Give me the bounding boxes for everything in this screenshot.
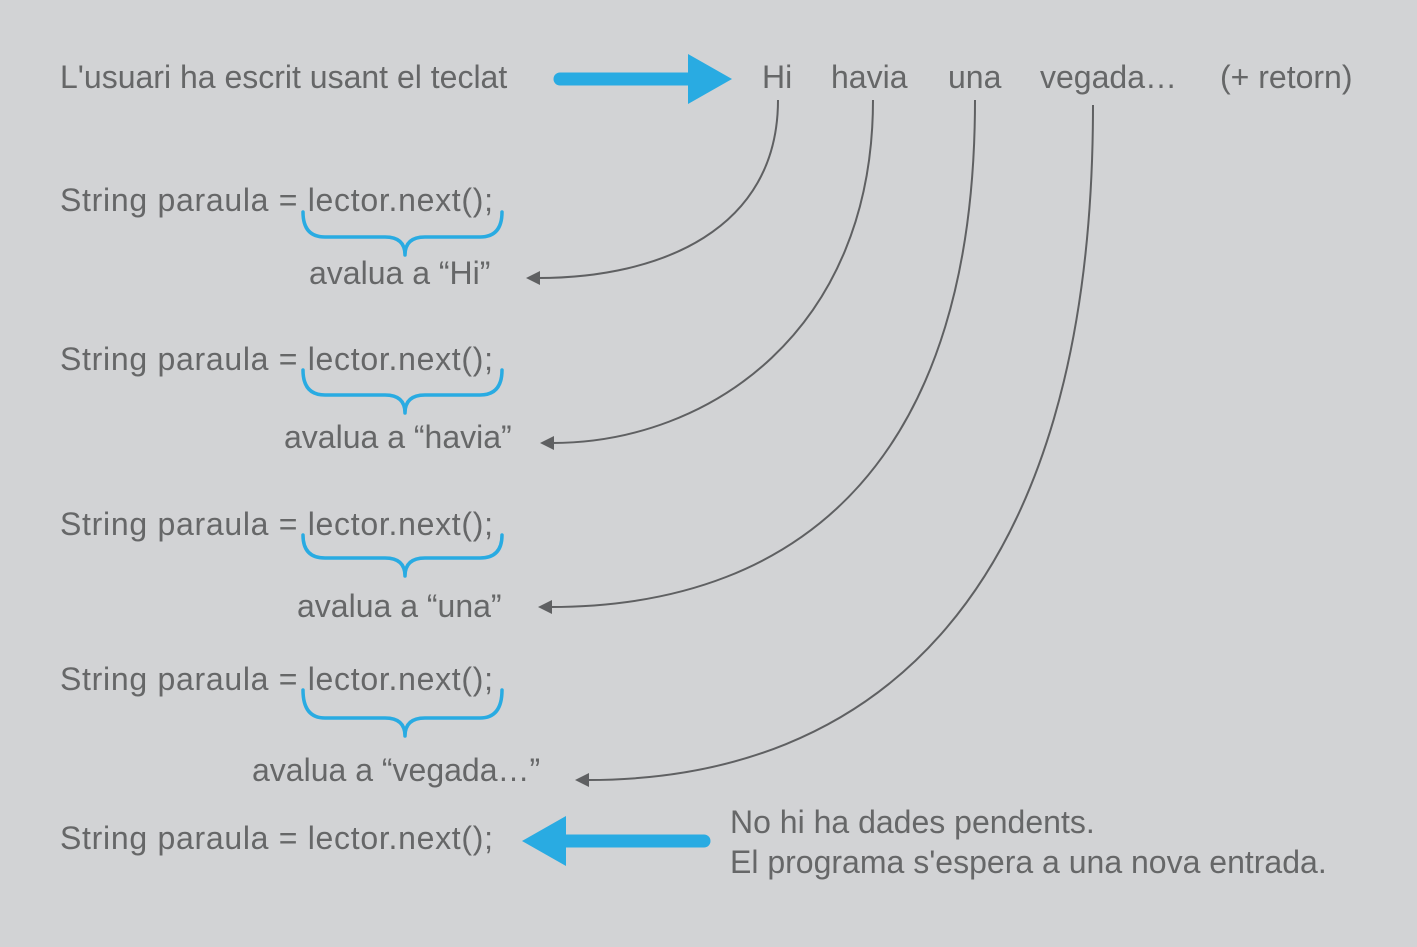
word-retorn: (+ retorn) (1220, 59, 1352, 95)
note-line-2: El programa s'espera a una nova entrada. (730, 844, 1327, 880)
word-vegada: vegada… (1040, 59, 1177, 95)
curve-arrow-hi (526, 99, 779, 285)
word-havia: havia (831, 59, 908, 95)
code-line-2: String paraula = lector.next(); (60, 341, 493, 377)
code-line-1: String paraula = lector.next(); (60, 182, 493, 218)
curve-arrow-havia (540, 99, 874, 450)
result-una: avalua a “una” (297, 588, 502, 624)
code-line-4: String paraula = lector.next(); (60, 661, 493, 697)
brace-icon (301, 533, 504, 578)
word-una: una (948, 59, 1002, 95)
code-line-3: String paraula = lector.next(); (60, 506, 493, 542)
curve-arrow-vegada (575, 104, 1094, 787)
result-vegada: avalua a “vegada…” (252, 752, 540, 788)
brace-icon (301, 368, 504, 415)
intro-text: L'usuari ha escrit usant el teclat (60, 59, 507, 95)
note-line-1: No hi ha dades pendents. (730, 804, 1095, 840)
curve-arrow-una (538, 99, 976, 614)
word-hi: Hi (762, 59, 792, 95)
brace-icon (301, 210, 504, 257)
code-line-5: String paraula = lector.next(); (60, 820, 493, 856)
result-havia: avalua a “havia” (284, 419, 512, 455)
brace-icon (301, 688, 504, 738)
result-hi: avalua a “Hi” (309, 255, 490, 291)
input-arrow-icon (553, 54, 732, 104)
waiting-arrow-icon (522, 816, 711, 866)
